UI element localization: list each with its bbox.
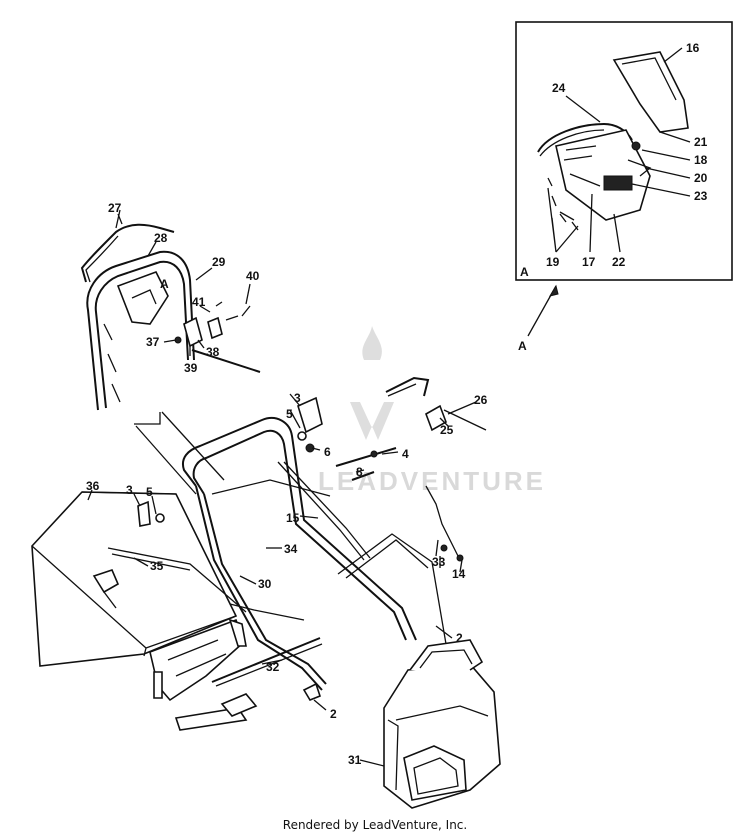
- inset-frame: [515, 21, 733, 281]
- callout-15: 15: [286, 511, 300, 525]
- callout-32: 32: [266, 660, 280, 674]
- callout-36: 36: [86, 479, 100, 493]
- part-axle-rod: [211, 637, 321, 683]
- callout-30: 30: [258, 577, 272, 591]
- callout-4: 4: [402, 447, 409, 461]
- callout-27: 27: [108, 201, 122, 215]
- part-cover: [612, 51, 689, 133]
- callout-31: 31: [348, 753, 362, 767]
- callout-18: 18: [694, 153, 708, 167]
- callout-6: 6: [324, 445, 331, 459]
- part-upper-handle: [86, 250, 195, 411]
- callout-19: 19: [546, 255, 560, 269]
- callout-39: 39: [184, 361, 198, 375]
- callout-20: 20: [694, 171, 708, 185]
- part-bail-rod: [80, 223, 175, 283]
- callout-26: 26: [474, 393, 488, 407]
- callout-17: 17: [582, 255, 596, 269]
- detail-pointer-label: A: [518, 339, 527, 353]
- inset-label: A: [520, 265, 529, 279]
- part-bag-frame: [107, 547, 247, 613]
- handle-marker-a: A: [160, 277, 169, 291]
- callout-41: 41: [192, 295, 206, 309]
- part-control-rod: [277, 461, 365, 561]
- callout-2-lower: 2: [330, 707, 337, 721]
- callout-23: 23: [694, 189, 708, 203]
- callout-28: 28: [154, 231, 168, 245]
- part-lower-handle: [182, 417, 417, 641]
- callout-5-left: 5: [146, 485, 153, 499]
- rear-bag-assembly: 31: [348, 639, 501, 809]
- callout-34: 34: [284, 542, 298, 556]
- callout-2-right: 2: [456, 631, 463, 645]
- callout-16: 16: [686, 41, 700, 55]
- callout-40: 40: [246, 269, 260, 283]
- callout-5-right: 5: [286, 407, 293, 421]
- callout-8: 8: [356, 465, 363, 479]
- watermark-text: LEADVENTURE: [318, 466, 546, 496]
- callout-33: 33: [432, 555, 446, 569]
- callout-3-right: 3: [294, 391, 301, 405]
- callout-22: 22: [612, 255, 626, 269]
- callout-14: 14: [452, 567, 466, 581]
- footer-credit: Rendered by LeadVenture, Inc.: [282, 818, 468, 832]
- watermark: LEADVENTURE: [318, 326, 546, 496]
- callout-3-left: 3: [126, 483, 133, 497]
- grass-bag-assembly: 36 3 5 35: [31, 479, 258, 731]
- callout-38: 38: [206, 345, 220, 359]
- callout-37: 37: [146, 335, 160, 349]
- part-bracket: [555, 129, 651, 221]
- leadventure-logo-icon: [350, 326, 394, 440]
- callout-21: 21: [694, 135, 708, 149]
- lower-handle-assembly: 3 5 6 4 8 26 25 15 34 30 33 14 2 32 2: [182, 376, 488, 721]
- callout-25: 25: [440, 423, 454, 437]
- callout-29: 29: [212, 255, 226, 269]
- upper-handle-assembly: A 27 28 29 40 41 37 38 39: [80, 201, 261, 425]
- callout-35: 35: [150, 559, 164, 573]
- callout-24: 24: [552, 81, 566, 95]
- detail-inset: 16 24 21 18 20 23 19 17 22 A: [515, 21, 733, 281]
